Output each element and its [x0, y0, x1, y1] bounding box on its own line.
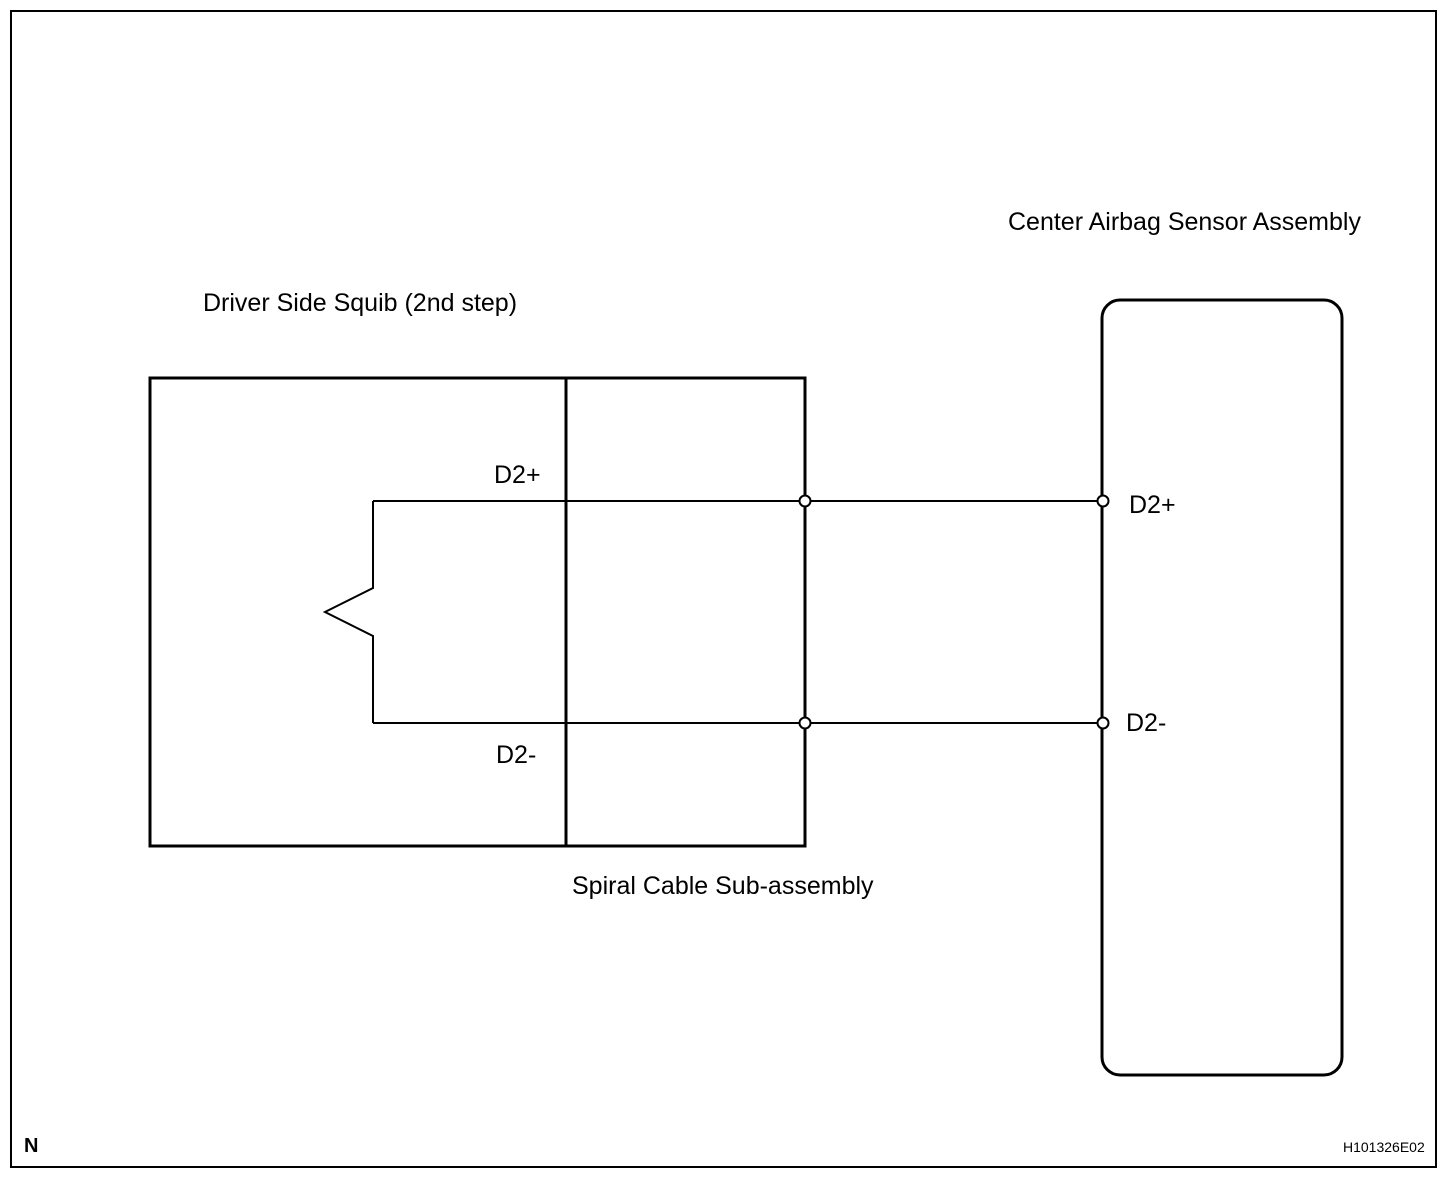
squib-d2-minus-label: D2- — [496, 741, 537, 769]
squib-element — [322, 501, 374, 723]
sensor-assembly-box — [1100, 298, 1344, 1077]
terminal-sensor-d2-plus — [1096, 494, 1110, 508]
terminal-spiral-d2-minus — [798, 716, 812, 730]
sensor-d2-plus-label: D2+ — [1129, 491, 1176, 519]
outer-frame — [10, 10, 1437, 1168]
sensor-d2-minus-label: D2- — [1126, 709, 1167, 737]
spiral-cable-label: Spiral Cable Sub-assembly — [572, 872, 874, 900]
squib-d2-plus-label: D2+ — [494, 461, 541, 489]
terminal-sensor-d2-minus — [1096, 716, 1110, 730]
figure-code: H101326E02 — [1343, 1139, 1425, 1155]
sensor-title: Center Airbag Sensor Assembly — [1008, 208, 1361, 236]
corner-mark: N — [24, 1135, 39, 1157]
squib-title: Driver Side Squib (2nd step) — [203, 289, 518, 317]
squib-spiral-box — [148, 376, 807, 848]
terminal-spiral-d2-plus — [798, 494, 812, 508]
